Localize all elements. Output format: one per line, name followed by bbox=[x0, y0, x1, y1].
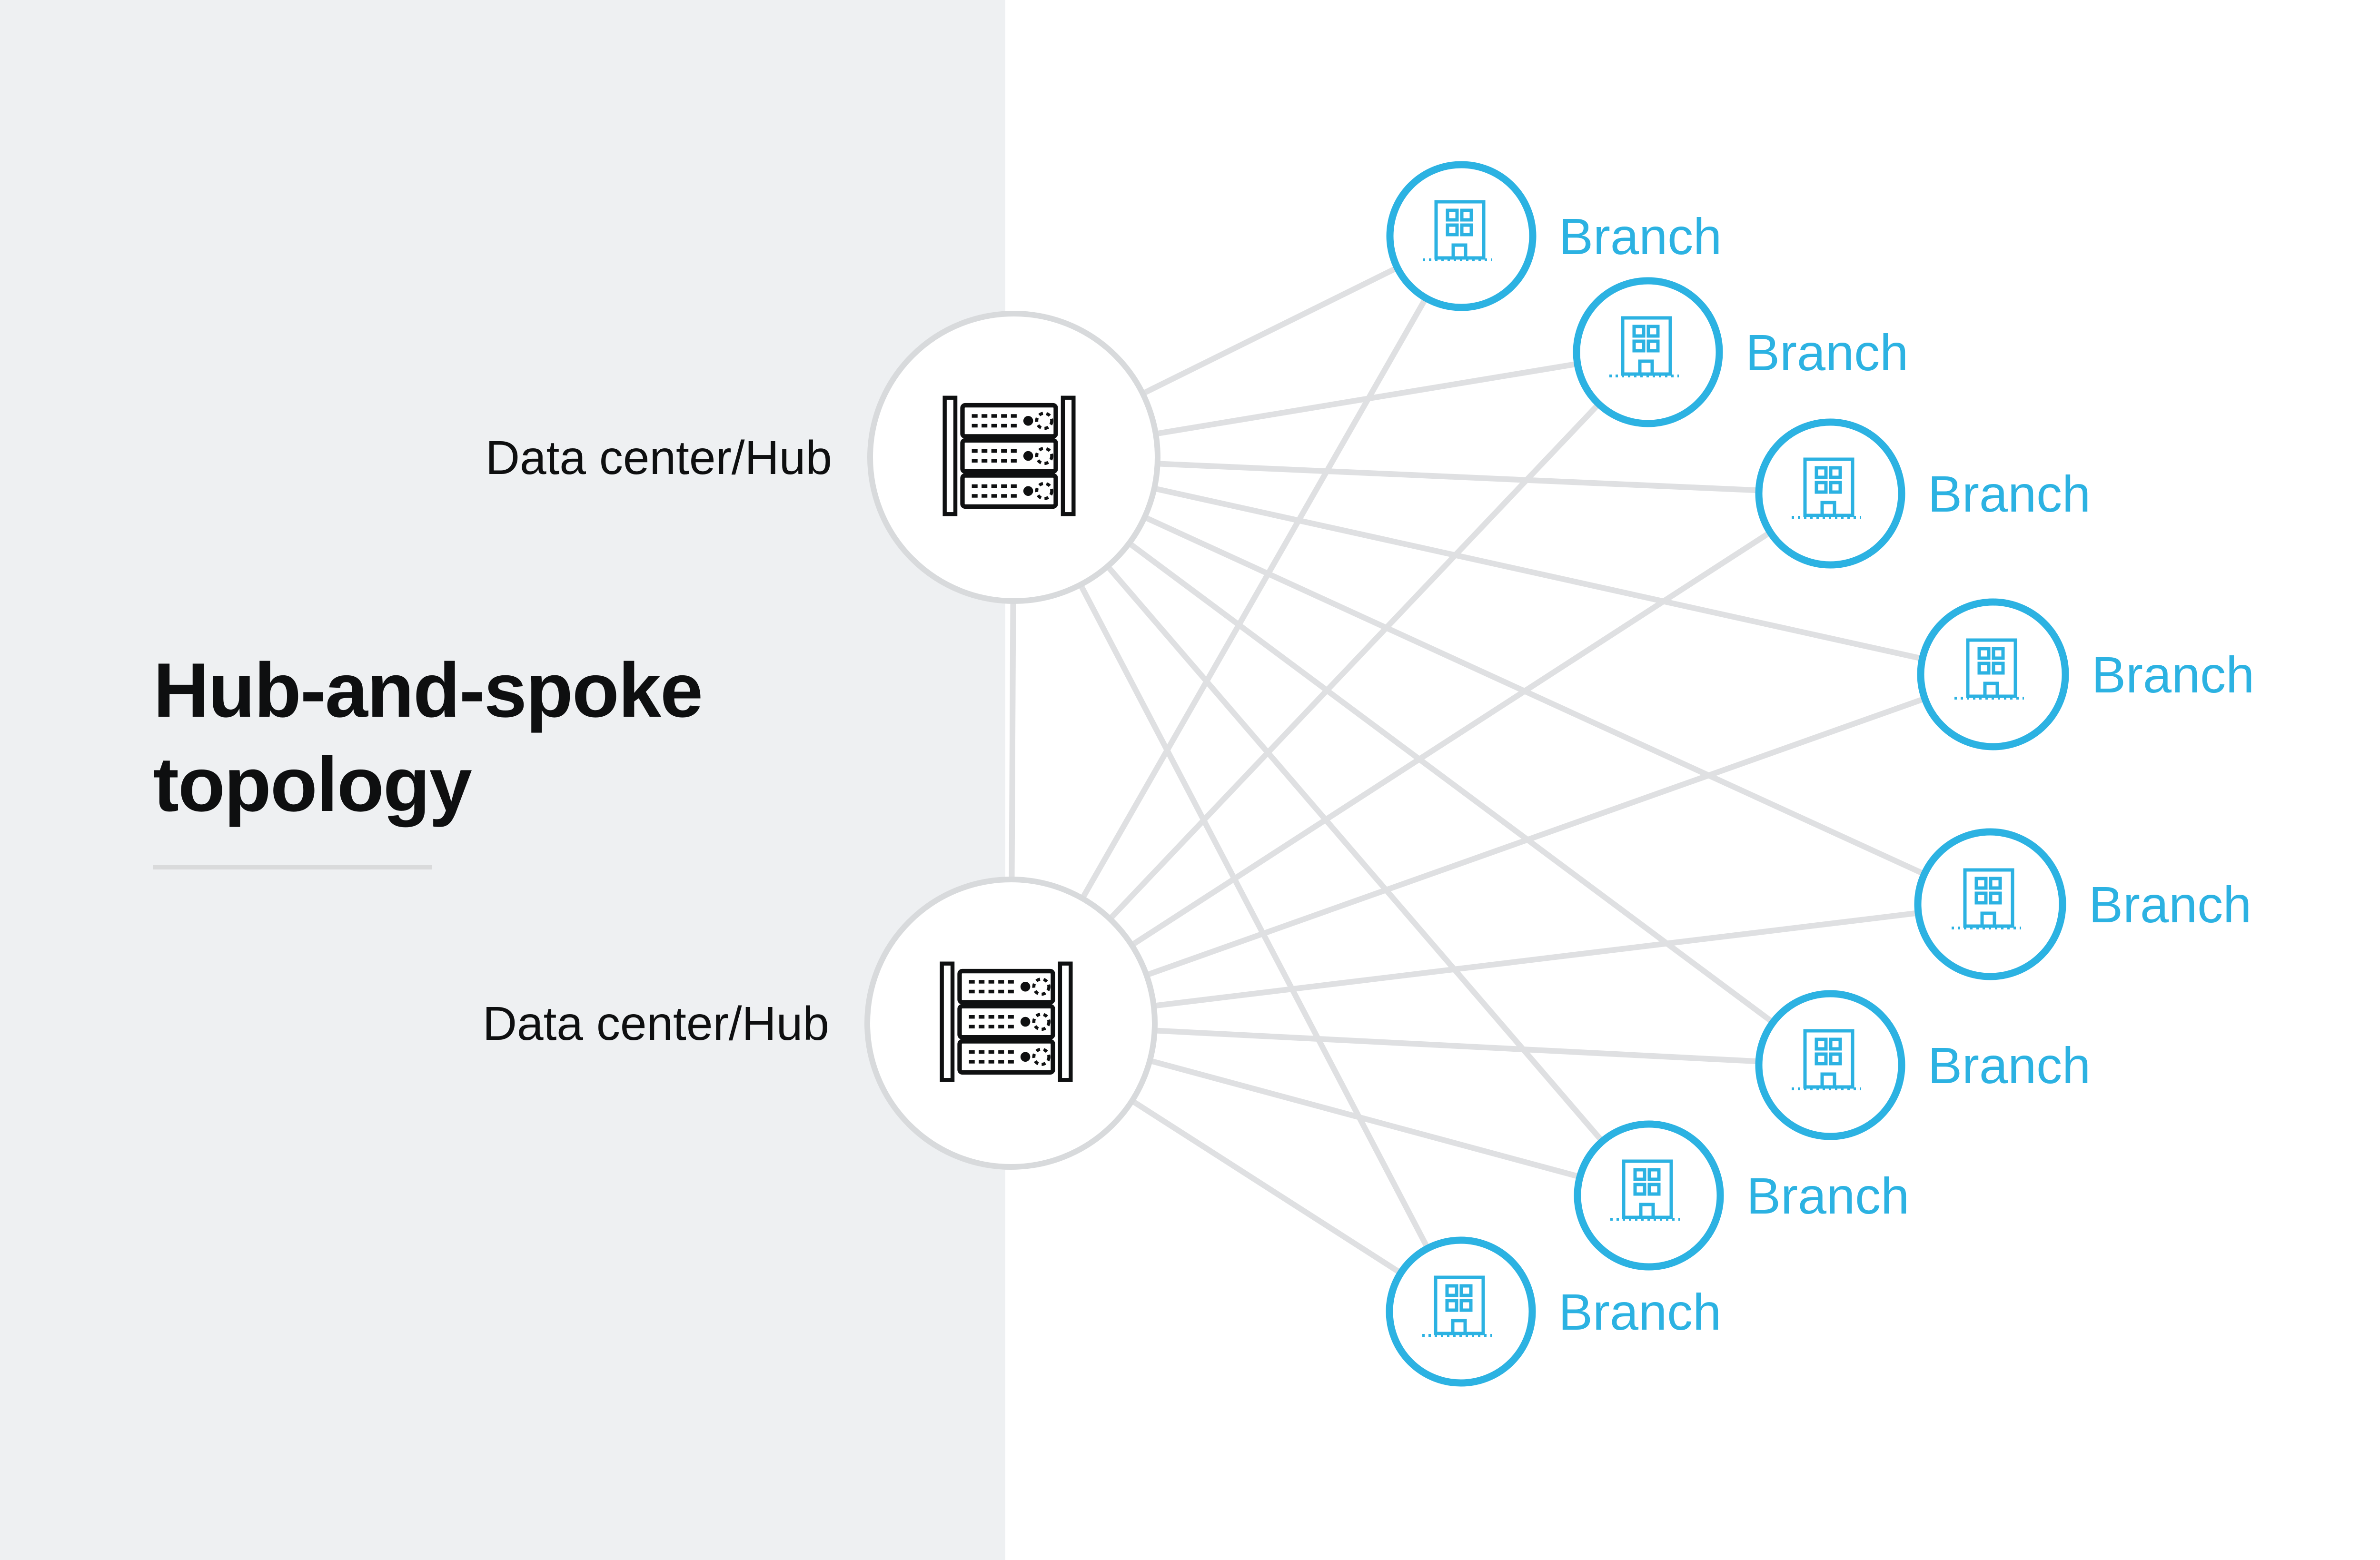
branch-label: Branch bbox=[1928, 1037, 2091, 1094]
link-hub-1-branch-5 bbox=[1012, 454, 1992, 907]
server-rack-icon bbox=[945, 398, 1074, 514]
branch-4-node: Branch bbox=[1917, 598, 2254, 750]
branch-label: Branch bbox=[1558, 1283, 1721, 1341]
hub-1-node: Data center/Hub bbox=[486, 311, 1160, 604]
title-divider bbox=[153, 865, 432, 869]
link-hub-2-branch-1 bbox=[1008, 235, 1464, 1025]
link-hub-2-branch-5 bbox=[1011, 901, 1991, 1026]
branch-label: Branch bbox=[2092, 646, 2254, 703]
page-title: Hub-and-spoke topology bbox=[153, 643, 703, 832]
link-hub-1-branch-4 bbox=[1013, 454, 1994, 677]
branch-label: Branch bbox=[2089, 876, 2251, 933]
hub-label: Data center/Hub bbox=[486, 431, 832, 484]
branch-label: Branch bbox=[1745, 324, 1908, 381]
left-gray-panel bbox=[0, 0, 1005, 1560]
branch-label: Branch bbox=[1928, 465, 2091, 523]
link-hub-2-branch-3 bbox=[1009, 491, 1832, 1026]
branch-5-node: Branch bbox=[1914, 828, 2251, 980]
hub-label: Data center/Hub bbox=[483, 997, 829, 1050]
branch-label: Branch bbox=[1559, 207, 1722, 265]
branch-7-node: Branch bbox=[1574, 1120, 1909, 1271]
link-hub-1-branch-7 bbox=[1012, 455, 1651, 1197]
page-title-line-2: topology bbox=[153, 741, 472, 828]
link-hub-2-branch-2 bbox=[1009, 350, 1650, 1026]
link-hub-1-branch-8 bbox=[1011, 456, 1464, 1313]
branch-1-node: Branch bbox=[1386, 161, 1722, 311]
server-rack-icon bbox=[942, 964, 1071, 1080]
branch-2-node: Branch bbox=[1573, 277, 1908, 427]
branch-3-node: Branch bbox=[1755, 418, 2091, 569]
branch-6-node: Branch bbox=[1755, 990, 2091, 1140]
link-hub-1-branch-6 bbox=[1012, 455, 1832, 1067]
hub-2-node: Data center/Hub bbox=[483, 877, 1158, 1170]
branch-label: Branch bbox=[1746, 1167, 1909, 1224]
connection-lines-layer bbox=[1008, 233, 1994, 1314]
branch-8-node: Branch bbox=[1386, 1236, 1721, 1387]
link-hub-2-branch-4 bbox=[1010, 671, 1994, 1026]
page-title-line-1: Hub-and-spoke bbox=[153, 647, 703, 733]
